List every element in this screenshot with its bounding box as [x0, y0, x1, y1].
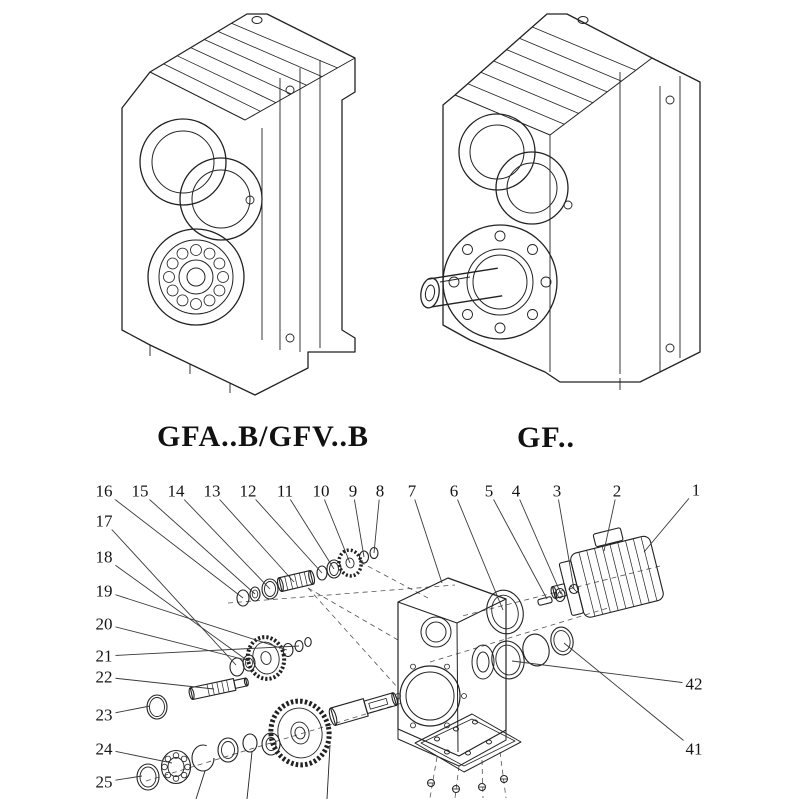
- part-number-2: 2: [609, 482, 625, 500]
- part-number-13: 13: [200, 482, 224, 500]
- leader-line-14: [175, 490, 271, 590]
- leader-line-41: [563, 642, 695, 750]
- leader-line-22: [103, 676, 215, 690]
- leader-line-10: [320, 490, 351, 564]
- part-number-19: 19: [92, 582, 116, 600]
- part-number-12: 12: [236, 482, 260, 500]
- part-number-7: 7: [404, 482, 420, 500]
- part-number-14: 14: [164, 482, 188, 500]
- output-gear: [268, 698, 332, 768]
- leader-line-7: [411, 490, 443, 584]
- assembly-centerlines: [145, 561, 661, 799]
- part-number-21: 21: [92, 647, 116, 665]
- part-number-16: 16: [92, 482, 116, 500]
- leader-line-8: [373, 490, 381, 554]
- part-number-15: 15: [128, 482, 152, 500]
- lifting-hole-right: [577, 16, 589, 24]
- callout-leader-lines: [103, 489, 697, 783]
- intermediate-shaft: [188, 677, 249, 701]
- side-panel-lines-left: [261, 60, 321, 352]
- cooling-fins-right: [467, 26, 636, 125]
- leader-line-20: [103, 623, 251, 662]
- part-number-22: 22: [92, 668, 116, 686]
- leader-line-12: [247, 490, 323, 574]
- gearbox-drawing-gfab: [121, 13, 356, 396]
- retaining-ring: [146, 694, 168, 720]
- part-number-17: 17: [92, 512, 116, 530]
- leader-line-3: [556, 490, 575, 590]
- part-number-6: 6: [446, 482, 462, 500]
- motor-shaft-small-parts: [537, 583, 580, 606]
- leader-line-2: [603, 490, 618, 552]
- leader-line-16: [103, 490, 244, 599]
- input-gasket-ring: [486, 589, 524, 635]
- leader-line-6: [453, 490, 504, 611]
- gearbox-housing-drawing: [395, 577, 507, 767]
- leader-line-1: [643, 489, 697, 553]
- leader-line-18: [103, 556, 249, 662]
- side-panel-lines-right: [549, 72, 681, 374]
- leader-line-9: [352, 490, 365, 558]
- leader-line-13: [211, 490, 295, 583]
- part-number-18: 18: [92, 548, 116, 566]
- output-shaft-parts: [136, 692, 398, 800]
- part-number-24: 24: [92, 740, 116, 758]
- seal-rings: [491, 626, 574, 680]
- part-number-9: 9: [345, 482, 361, 500]
- output-shaft-right: [420, 267, 503, 309]
- intermediate-gear-parts: [229, 635, 312, 681]
- motor-fins: [578, 536, 658, 617]
- part-number-20: 20: [92, 615, 116, 633]
- cooling-fins-left: [163, 22, 338, 112]
- part-number-1: 1: [688, 481, 704, 499]
- part-number-4: 4: [508, 482, 524, 500]
- leader-line-15: [139, 490, 256, 595]
- input-bores-left: [139, 118, 263, 241]
- part-number-42: 42: [682, 675, 706, 693]
- part-number-8: 8: [372, 482, 388, 500]
- exploded-parts-drawing: [136, 527, 664, 800]
- part-number-10: 10: [309, 482, 333, 500]
- leader-line-19: [103, 590, 288, 651]
- leader-line-4: [515, 490, 562, 595]
- bottom-cover-plate: [414, 713, 522, 793]
- gearbox-drawing-gf: [420, 13, 701, 390]
- part-number-41: 41: [682, 740, 706, 758]
- output-bearing-left: [147, 228, 245, 326]
- part-number-25: 25: [92, 773, 116, 791]
- part-number-23: 23: [92, 706, 116, 724]
- part-number-11: 11: [273, 482, 297, 500]
- model-label-gf: GF..: [517, 421, 575, 454]
- leader-line-17: [103, 520, 237, 666]
- input-pinion-parts: [236, 546, 379, 607]
- leader-line-11: [284, 490, 335, 570]
- leader-line-42: [511, 660, 695, 685]
- part-number-5: 5: [481, 482, 497, 500]
- motor-drawing: [550, 527, 664, 618]
- output-flange-right: [442, 224, 558, 340]
- input-bores-right: [458, 113, 569, 225]
- leader-line-21: [103, 645, 300, 657]
- lifting-hole-left: [251, 16, 263, 24]
- part-number-3: 3: [549, 482, 565, 500]
- model-label-gfab: GFA..B/GFV..B: [157, 420, 369, 453]
- leader-line-5: [488, 490, 548, 600]
